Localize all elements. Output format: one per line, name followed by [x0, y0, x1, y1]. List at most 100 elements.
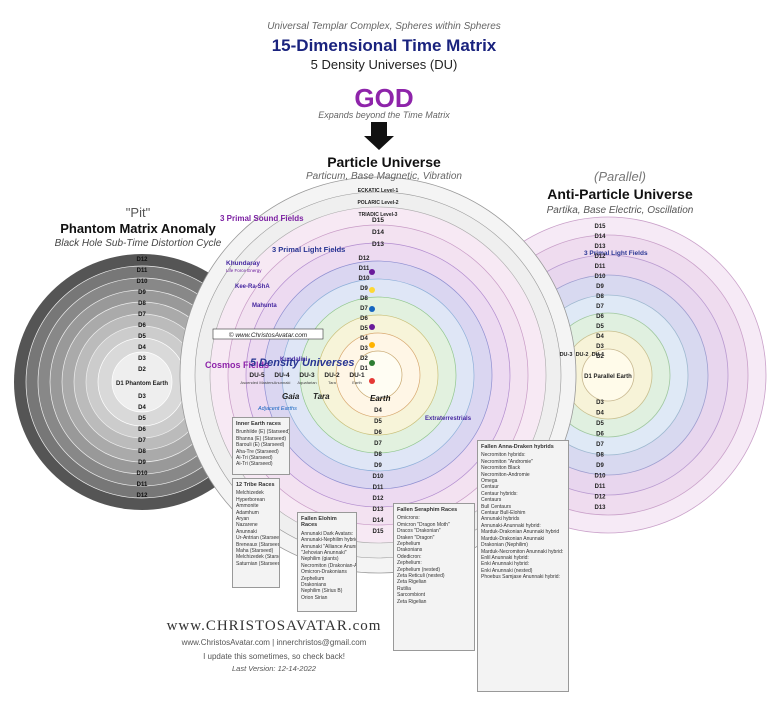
pit-label: "Pit" — [125, 205, 151, 220]
du-label: DU-5 — [249, 372, 265, 379]
list-item: Omega — [481, 478, 498, 485]
list-item: Draken "Dragon" — [397, 534, 435, 541]
list-item: Enlil Anunnaki hybrid: — [481, 554, 529, 561]
dimension-label: D15 — [594, 224, 606, 230]
god-heading: GOD — [354, 83, 414, 113]
list-item: Maha (Starseed) — [236, 548, 274, 555]
list-item: Annunaki-Nephilim hybrids — [301, 537, 357, 544]
contact-links[interactable]: www.ChristosAvatar.com | innerchristos@g… — [181, 638, 367, 647]
list-item: Melchizedek (Starseed) — [236, 554, 279, 561]
dimension-label: D4 — [374, 408, 382, 414]
phantom-matrix-title: Phantom Matrix Anomaly — [60, 221, 216, 236]
list-item: Brunhilde (E) (Starseed) — [236, 429, 290, 436]
list-item: Annunaki Dark Avatars: — [301, 530, 354, 537]
dimension-label: D3 — [138, 394, 146, 400]
adjacent-earths-label: Adjacent Earths — [257, 406, 297, 412]
dimension-label: D12 — [594, 495, 606, 501]
dimension-label: D4 — [138, 405, 146, 411]
list-item: Omicron "Dragon Moth" — [397, 521, 450, 528]
cosmos-fields-label: Cosmos Fields — [205, 360, 269, 370]
dimension-label: D3 — [138, 356, 146, 362]
christos-avatar-logo[interactable]: www.CHRISTOSAVATAR.com — [166, 618, 382, 634]
dimension-label: D14 — [372, 518, 384, 524]
khundaray-label: Khundaray — [226, 260, 260, 267]
dimension-label: D2 — [138, 367, 146, 373]
du-label: DU-3 — [299, 372, 315, 379]
list-item: Rutilia — [397, 585, 411, 592]
du-sub-label: Anunnaki — [274, 380, 291, 385]
list-item: Drakonians — [397, 547, 423, 554]
dimension-label: D3 — [360, 346, 368, 352]
dimension-label: D11 — [595, 484, 606, 490]
du-sub-label: Tara — [328, 380, 337, 385]
website-banner: © www.ChristosAvatar.com — [229, 331, 308, 339]
dimension-label: D6 — [374, 430, 382, 436]
du-label: DU-1 — [592, 352, 605, 358]
list-item: Nephilim (Sirius B) — [301, 588, 343, 595]
dimension-label: D7 — [138, 312, 146, 318]
dimension-label: D12 — [136, 257, 148, 263]
dimension-label: D6 — [596, 432, 604, 438]
density-universes-label: 5 Density Universes — [250, 357, 355, 369]
dimension-label: D3 — [596, 344, 604, 350]
khundaray-sub: Life Force Energy — [226, 268, 262, 273]
dimension-label: D4 — [138, 345, 146, 351]
dimension-label: D11 — [137, 268, 148, 274]
complex-subtitle: Universal Templar Complex, Spheres withi… — [267, 21, 501, 32]
list-item: Ammonite — [236, 503, 259, 510]
website-banner-box — [212, 328, 324, 340]
list-item: Zeta Rigelian — [397, 579, 427, 586]
dimension-label: D6 — [138, 427, 146, 433]
kee-ra-shai-label: Kee-Ra-ShA — [235, 284, 270, 290]
list-item: Zephelium: — [397, 560, 422, 567]
fallen-elohim-box: Fallen Elohim Races Annunaki Dark Avatar… — [297, 512, 357, 612]
dimension-label: D3 — [596, 400, 604, 406]
tribe-races-title: 12 Tribe Races — [236, 482, 275, 488]
anti-particle-subtitle: Partika, Base Electric, Oscillation — [546, 205, 694, 216]
level-label: ECKATIC Level-1 — [358, 188, 399, 194]
dimension-label: D13 — [594, 505, 606, 511]
list-item: Marduk-Drakonian Anunnaki hybrid — [481, 529, 560, 536]
dimension-label: D9 — [596, 284, 604, 290]
anti-particle-title: Anti-Particle Universe — [547, 186, 693, 202]
list-item: Enki Anunnaki hybrid: — [481, 561, 530, 568]
dimension-label: D10 — [372, 474, 384, 480]
page-title: 15-Dimensional Time Matrix — [271, 36, 497, 55]
dimension-label: D8 — [138, 301, 146, 307]
list-item: Centaur hybrids: — [481, 490, 518, 497]
list-item: Zephelium — [397, 541, 421, 548]
fallen-hybrids-box: Fallen Anna-Draken hybrids Necromiton hy… — [477, 440, 569, 692]
list-item: Necromiton (Drakonian-Anunnaki) — [301, 562, 357, 569]
dimension-label: D12 — [372, 496, 384, 502]
dimension-label: D5 — [360, 326, 368, 332]
list-item: Ur-Antrian (Starseed) — [236, 535, 280, 542]
list-item: Annunaki "Alliance Anunnaki" — [301, 543, 356, 550]
color-dots — [369, 269, 375, 384]
fallen-hybrids-title: Fallen Anna-Draken hybrids — [481, 444, 554, 450]
dimension-label: D2 — [360, 356, 368, 362]
dimension-label: D7 — [596, 442, 604, 448]
fallen-seraphim-title: Fallen Seraphim Races — [397, 507, 458, 513]
list-item: "Jehovian Anunnaki" — [301, 550, 347, 557]
dimension-label: D12 — [136, 493, 148, 499]
list-item: Hyperborean — [236, 496, 265, 503]
dimension-label: D14 — [372, 229, 384, 236]
version-label: Last Version: 12-14-2022 — [232, 664, 316, 673]
dimension-label: D14 — [594, 234, 606, 240]
list-item: Marduk-Drakonian Anunnaki — [481, 535, 545, 542]
dimension-label: D8 — [138, 449, 146, 455]
list-item: Annunaki hybrids — [481, 516, 520, 523]
dimension-label: D7 — [360, 306, 368, 312]
list-item: Nephilim (giants) — [301, 556, 339, 563]
list-item: Phoebus Samjase Anunnaki hybrid: — [481, 574, 560, 581]
inner-earth-box: Inner Earth races Brunhilde (E) (Starsee… — [232, 417, 290, 475]
dimension-label: D13 — [372, 241, 384, 248]
dimension-label: D10 — [358, 276, 370, 282]
dimension-label: D6 — [360, 316, 368, 322]
dimension-label: D6 — [596, 314, 604, 320]
dimension-label: D15 — [372, 217, 384, 224]
list-item: Bull Centaurs — [481, 503, 512, 510]
list-item: Marduk-Necromiton Anunnaki hybrid: — [481, 548, 564, 555]
